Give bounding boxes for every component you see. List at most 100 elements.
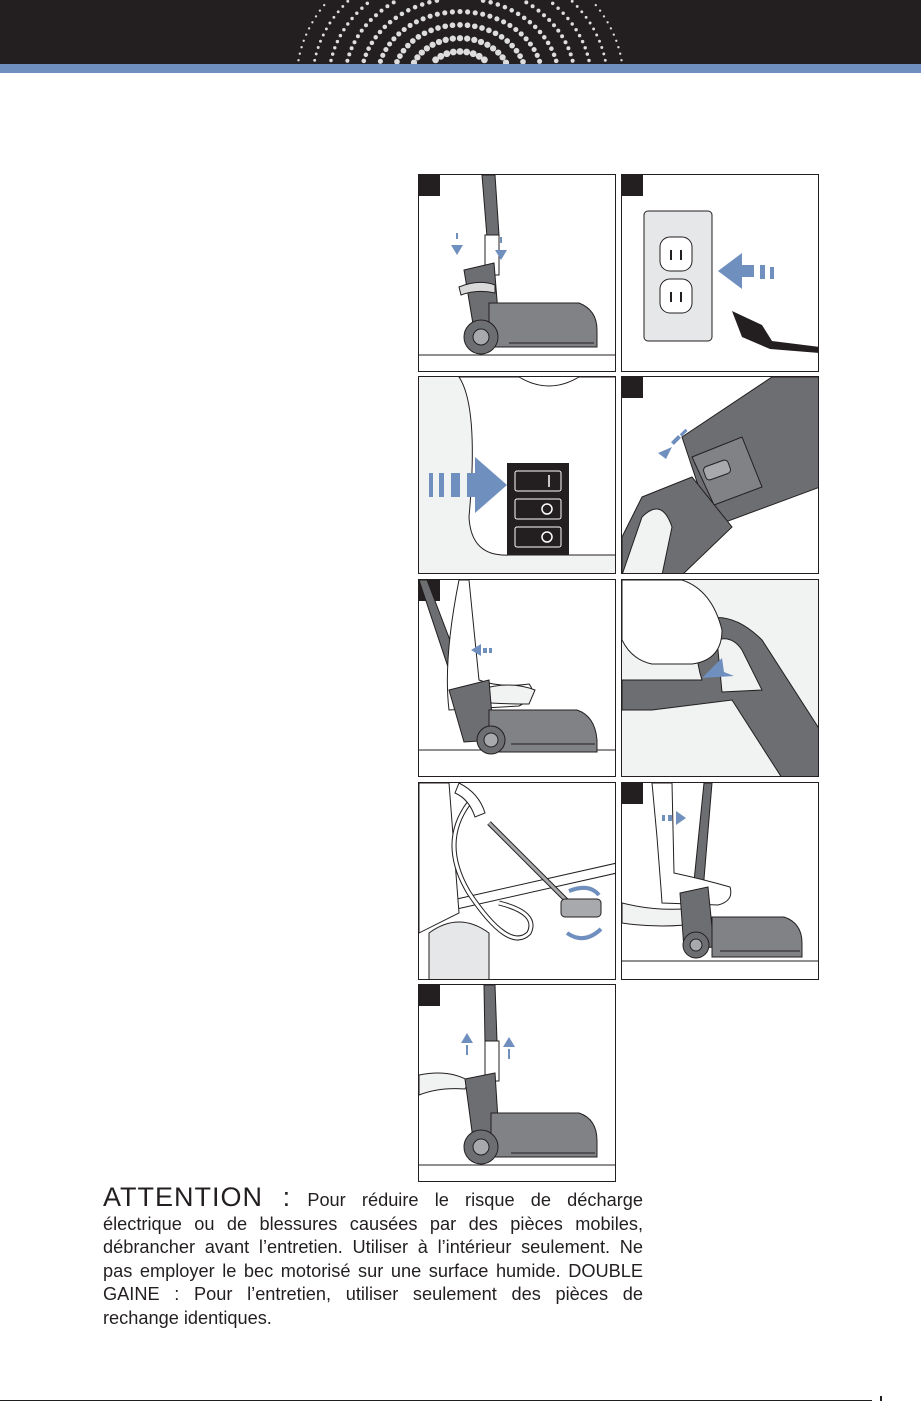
attention-text: Pour réduire le risque de décharge élect… (103, 1190, 643, 1281)
halftone-dot (374, 13, 378, 18)
header-bar (0, 0, 921, 64)
halftone-dot (580, 10, 584, 14)
halftone-dot (368, 18, 373, 22)
halftone-dot (575, 4, 579, 8)
halftone-dot (352, 40, 357, 45)
step-panel-5 (418, 579, 616, 777)
halftone-dot (475, 52, 483, 60)
halftone-dot (434, 0, 440, 3)
halftone-dot (612, 33, 615, 36)
halftone-dot (435, 25, 441, 31)
detach-wand-illustration (419, 985, 615, 1166)
halftone-dot (570, 22, 574, 26)
attach-wand-to-power-nozzle-illustration (419, 175, 615, 356)
halftone-dot (521, 15, 527, 21)
halftone-dot (595, 33, 599, 37)
halftone-dot (432, 56, 439, 64)
step-panel-8 (621, 782, 819, 980)
halftone-dot (494, 16, 500, 22)
halftone-dot (523, 36, 529, 42)
halftone-dot (464, 22, 471, 29)
halftone-dot (434, 11, 440, 17)
halftone-dot (598, 39, 601, 43)
halftone-dot (429, 41, 436, 48)
halftone-dot (509, 8, 514, 13)
halftone-dot (437, 52, 445, 60)
halftone-dot (314, 15, 318, 18)
halftone-dot (570, 0, 574, 3)
halftone-dot (383, 46, 389, 53)
halftone-dot (456, 48, 464, 55)
halftone-dot (577, 33, 582, 38)
halftone-dot (498, 34, 505, 40)
halftone-dot (547, 18, 552, 22)
attention-label: ATTENTION : (103, 1182, 292, 1212)
halftone-dot (346, 0, 350, 3)
halftone-dot (397, 53, 403, 59)
halftone-dot (609, 27, 613, 30)
halftone-dot (345, 58, 350, 63)
halftone-dot (413, 19, 419, 25)
halftone-dot (553, 58, 559, 64)
halftone-dot (305, 33, 308, 36)
halftone-dot (518, 31, 524, 37)
halftone-dot (532, 24, 538, 30)
halftone-dot (420, 16, 426, 22)
halftone-dot (335, 39, 340, 44)
halftone-dot (366, 46, 371, 51)
halftone-dot (502, 59, 510, 64)
halftone-dot (509, 42, 515, 49)
double-insulation-text: Pour l’entretien, utiliser seulement des… (103, 1284, 643, 1328)
halftone-dot (502, 4, 508, 10)
halftone-dot (620, 59, 623, 62)
halftone-dot (545, 40, 551, 46)
halftone-dot (492, 30, 499, 37)
halftone-dot (443, 50, 451, 58)
halftone-dot (556, 6, 560, 10)
halftone-dot (394, 58, 400, 64)
halftone-dot (324, 27, 328, 31)
halftone-dot (382, 24, 388, 30)
halftone-dot (507, 22, 513, 28)
halftone-dot (449, 35, 456, 42)
halftone-dot (347, 52, 352, 57)
halftone-dot (400, 47, 407, 54)
halftone-dot (499, 54, 506, 61)
halftone-dot (300, 46, 303, 49)
halftone-dot (566, 46, 571, 51)
halftone-dot (486, 27, 492, 34)
halftone-dot (449, 48, 457, 56)
halftone-dot (456, 35, 464, 42)
halftone-dot (480, 0, 486, 3)
halftone-dot (328, 21, 332, 25)
halftone-dot (488, 0, 493, 5)
halftone-dot (550, 1, 555, 6)
halftone-dot (323, 3, 326, 7)
halftone-dot (584, 15, 588, 19)
safety-warning: ATTENTION : Pour réduire le risque de dé… (103, 1184, 643, 1331)
step-number-badge (622, 377, 643, 398)
halftone-dot (401, 26, 407, 33)
halftone-dot (520, 58, 526, 64)
footer-tick (880, 1396, 882, 1401)
double-insulation-label: DOUBLE GAINE : (103, 1260, 643, 1305)
halftone-dot (399, 11, 405, 17)
halftone-dot (585, 52, 590, 56)
halftone-dot (469, 50, 477, 58)
halftone-dot (316, 46, 320, 49)
halftone-dot (442, 23, 449, 30)
halftone-dot (580, 39, 585, 44)
halftone-dot (536, 8, 541, 13)
halftone-dot (333, 46, 337, 50)
step-number-badge (622, 783, 643, 804)
halftone-dot (549, 46, 554, 51)
halftone-dot (457, 22, 463, 28)
halftone-dot (405, 42, 411, 49)
halftone-dot (321, 33, 325, 37)
halftone-dot (606, 21, 609, 24)
halftone-dot (527, 41, 533, 47)
halftone-dot (355, 11, 359, 15)
plug-into-outlet-illustration (643, 210, 818, 353)
step-number-badge (419, 985, 440, 1006)
halftone-dot (583, 46, 587, 50)
